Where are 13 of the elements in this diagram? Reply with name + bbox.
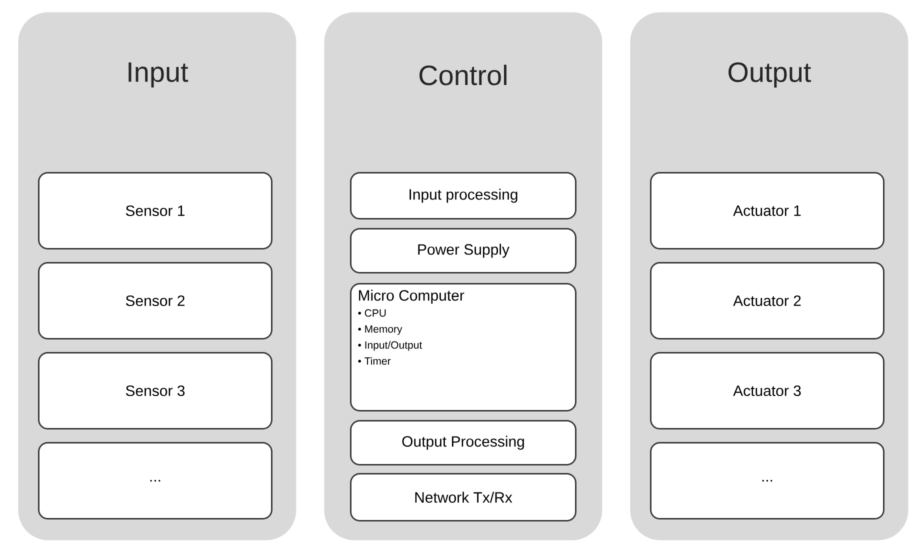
component-box: Actuator 1: [650, 172, 884, 250]
component-box: Power Supply: [350, 228, 576, 274]
component-box: Sensor 2: [38, 262, 272, 340]
component-box: Sensor 1: [38, 172, 272, 250]
component-box: ...: [38, 442, 272, 520]
component-box: ...: [650, 442, 884, 520]
component-box: Output Processing: [350, 420, 576, 466]
component-box: Actuator 3: [650, 352, 884, 430]
component-box: Micro Computer • CPU • Memory • Input/Output • Timer: [350, 283, 576, 412]
component-box: Input processing: [350, 172, 576, 220]
component-box: Sensor 3: [38, 352, 272, 430]
component-box: Actuator 2: [650, 262, 884, 340]
component-box: Network Tx/Rx: [350, 473, 576, 522]
